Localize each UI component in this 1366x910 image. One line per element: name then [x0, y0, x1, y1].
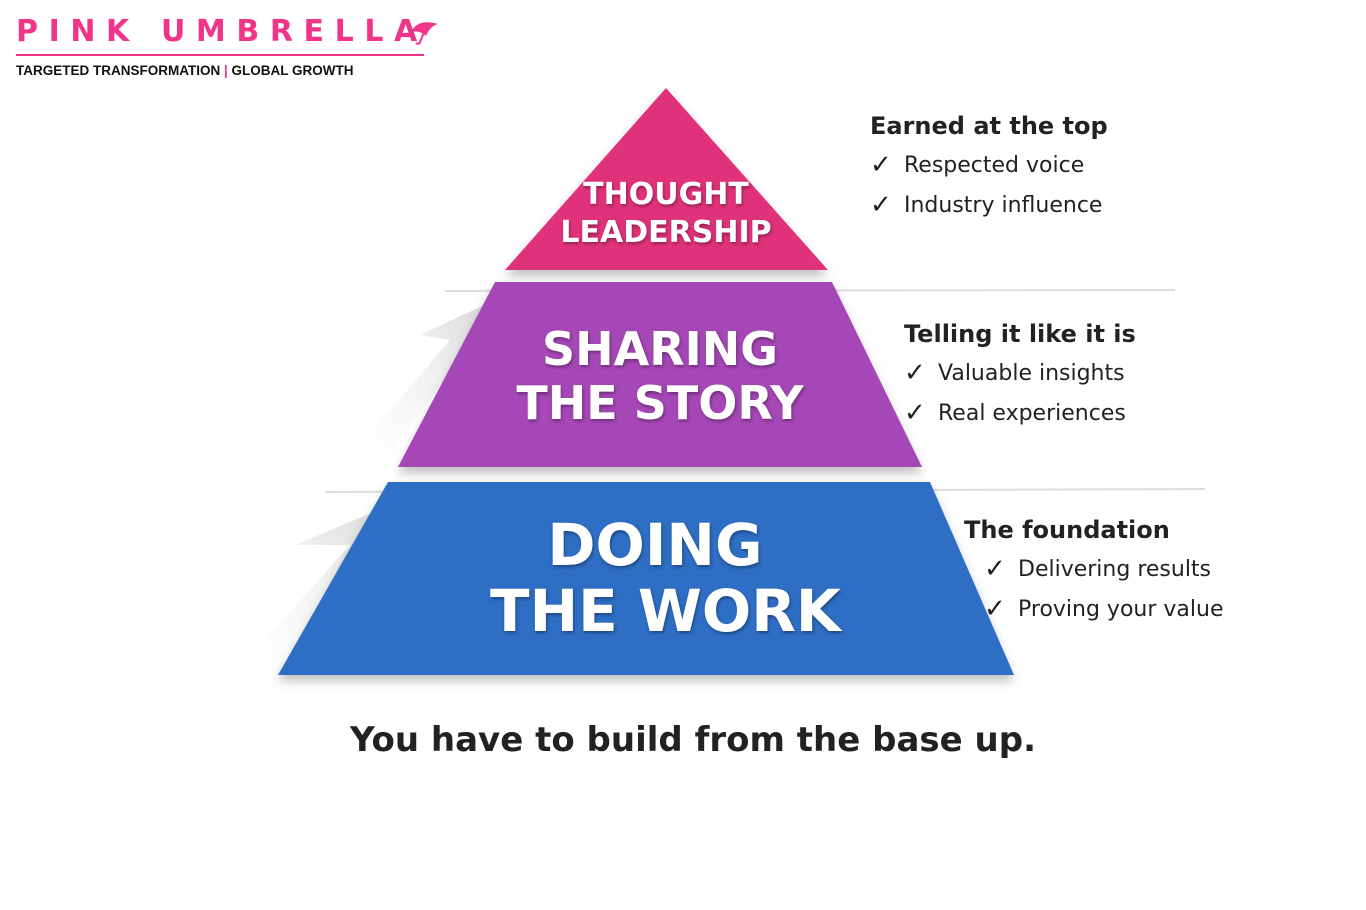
- item-text: Real experiences: [938, 400, 1126, 426]
- list-item: ✓ Respected voice: [870, 150, 1108, 180]
- list-item: ✓ Proving your value: [984, 594, 1224, 624]
- tier-label-line: THE STORY: [516, 376, 804, 430]
- list-item: ✓ Valuable insights: [904, 358, 1136, 388]
- tier-label-line: LEADERSHIP: [560, 215, 772, 250]
- footer-caption: You have to build from the base up.: [350, 720, 1036, 760]
- tier-bottom-label: DOING THE WORK: [490, 511, 841, 645]
- tier-middle: [398, 282, 922, 467]
- tier-top-label: THOUGHT LEADERSHIP: [556, 176, 776, 252]
- tier-label-line: THE WORK: [490, 577, 841, 645]
- tagline-right: GLOBAL GROWTH: [231, 63, 354, 78]
- check-icon: ✓: [870, 190, 892, 220]
- tagline-left: TARGETED TRANSFORMATION: [16, 63, 221, 78]
- item-text: Industry influence: [904, 192, 1103, 218]
- logo-title: PINK UMBRELLA: [16, 14, 428, 49]
- list-item: ✓ Delivering results: [984, 554, 1224, 584]
- middle-description: Telling it like it is ✓ Valuable insights…: [904, 320, 1136, 438]
- tier-top: [505, 88, 828, 270]
- list-item: ✓ Industry influence: [870, 190, 1108, 220]
- tier-label-line: THOUGHT: [583, 177, 749, 212]
- item-text: Proving your value: [1018, 596, 1224, 622]
- check-icon: ✓: [904, 398, 926, 428]
- bottom-description: The foundation ✓ Delivering results ✓ Prov…: [964, 516, 1224, 634]
- logo-tagline: TARGETED TRANSFORMATION | GLOBAL GROWTH: [16, 63, 424, 78]
- tier-label-line: DOING: [547, 511, 763, 579]
- tier-bottom: [278, 482, 1014, 675]
- logo-divider: [16, 54, 424, 56]
- umbrella-icon: [411, 22, 438, 45]
- tier-middle-label: SHARING THE STORY: [510, 322, 810, 430]
- description-heading: Earned at the top: [870, 112, 1108, 140]
- check-icon: ✓: [870, 150, 892, 180]
- item-text: Respected voice: [904, 152, 1085, 178]
- check-icon: ✓: [984, 594, 1006, 624]
- tagline-separator: |: [224, 63, 228, 78]
- description-heading: Telling it like it is: [904, 320, 1136, 348]
- description-heading: The foundation: [964, 516, 1170, 544]
- top-description: Earned at the top ✓ Respected voice ✓ Indu…: [870, 112, 1108, 230]
- check-icon: ✓: [984, 554, 1006, 584]
- logo: PINK UMBRELLA TARGETED TRANSFORMATION | …: [16, 14, 438, 78]
- arrow-up-icon: [340, 300, 495, 480]
- check-icon: ✓: [904, 358, 926, 388]
- tier-label-line: SHARING: [541, 322, 779, 376]
- list-item: ✓ Real experiences: [904, 398, 1136, 428]
- item-text: Valuable insights: [938, 360, 1125, 386]
- item-text: Delivering results: [1018, 556, 1212, 582]
